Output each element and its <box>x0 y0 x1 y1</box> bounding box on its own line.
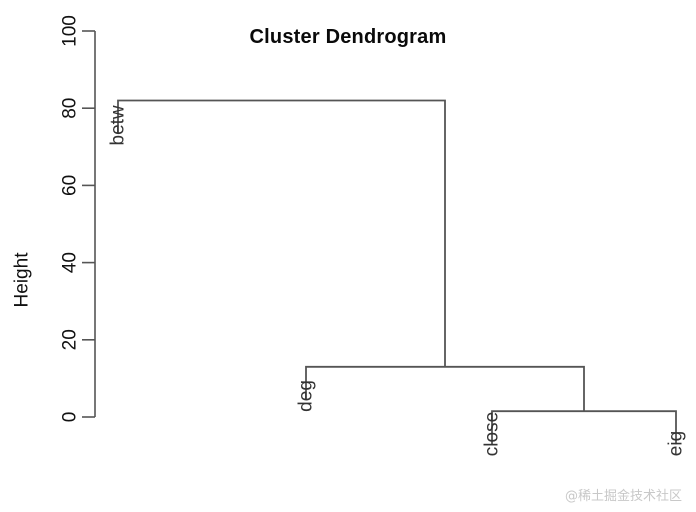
dendrogram-link <box>117 99 446 367</box>
leaf-label: eig <box>666 431 687 456</box>
y-axis-tick-label: 0 <box>60 412 81 423</box>
leaf-label: betw <box>108 105 129 145</box>
y-axis-tick-label: 40 <box>60 252 81 273</box>
dendrogram-link <box>491 410 677 445</box>
leaf-labels: betw deg close eig <box>108 105 687 456</box>
y-axis-tick-label: 60 <box>60 175 81 196</box>
y-axis-tick-label: 20 <box>60 329 81 350</box>
y-axis-tick-label: 80 <box>60 98 81 119</box>
y-axis: 0 20 40 60 80 100 <box>60 15 96 422</box>
leaf-label: close <box>482 412 503 456</box>
dendrogram-tree <box>117 99 677 445</box>
y-axis-title-label: Height <box>12 252 33 308</box>
leaf-label: deg <box>296 380 317 412</box>
y-axis-tick-label: 100 <box>60 15 81 47</box>
y-axis-title: Height <box>12 252 33 308</box>
page-title: Cluster Dendrogram <box>249 26 447 48</box>
dendrogram-link <box>305 365 585 412</box>
